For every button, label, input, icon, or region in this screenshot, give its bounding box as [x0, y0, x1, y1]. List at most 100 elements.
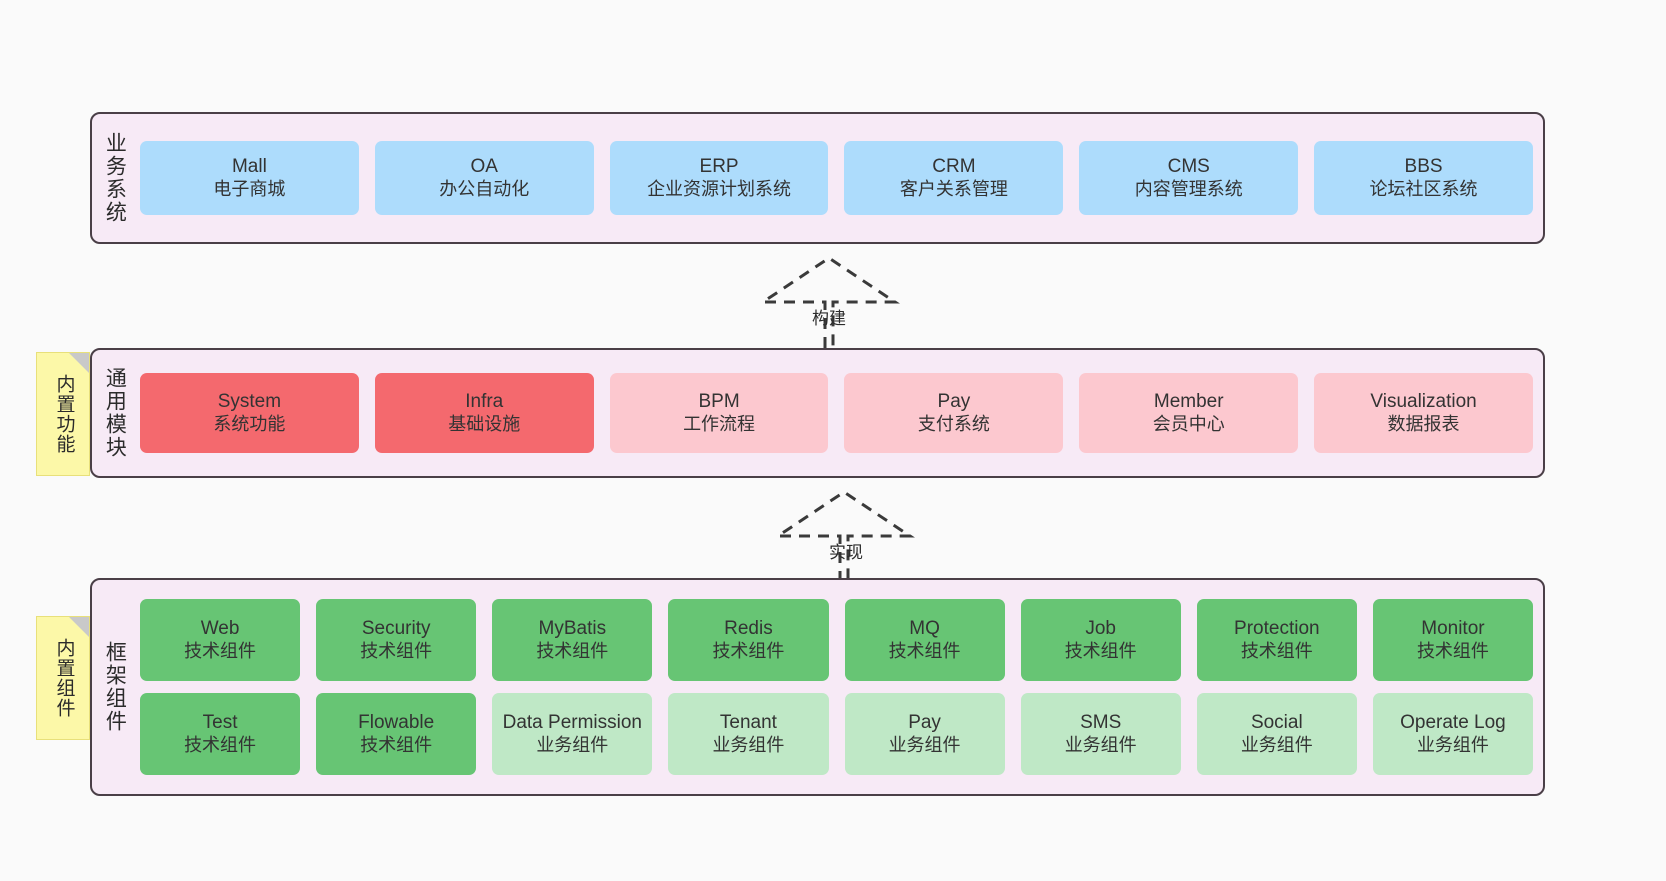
card-title: Social [1250, 712, 1303, 734]
card-operate-log[interactable]: Operate Log 业务组件 [1372, 693, 1533, 775]
card-subtitle: 技术组件 [712, 640, 785, 661]
card-redis[interactable]: Redis 技术组件 [668, 599, 829, 681]
framework-tech-row: Web 技术组件 Security 技术组件 MyBatis 技术组件 Redi… [140, 599, 1533, 681]
layer-framework-components: 框架组件 Web 技术组件 Security 技术组件 MyBatis 技术组件… [90, 578, 1545, 796]
card-title: CMS [1167, 156, 1210, 178]
card-title: Job [1085, 618, 1116, 640]
connector-build: 构建 [753, 252, 933, 352]
card-sms[interactable]: SMS 业务组件 [1020, 693, 1181, 775]
card-bbs[interactable]: BBS 论坛社区系统 [1314, 141, 1533, 215]
card-subtitle: 业务组件 [888, 734, 961, 755]
card-title: Data Permission [502, 712, 642, 734]
card-title: Flowable [358, 712, 435, 734]
card-visualization[interactable]: Visualization 数据报表 [1314, 373, 1533, 453]
card-flowable[interactable]: Flowable 技术组件 [316, 693, 477, 775]
card-subtitle: 电子商城 [213, 178, 286, 199]
card-erp[interactable]: ERP 企业资源计划系统 [609, 141, 829, 215]
card-subtitle: 技术组件 [888, 640, 961, 661]
card-mq[interactable]: MQ 技术组件 [844, 599, 1005, 681]
card-title: BBS [1404, 156, 1443, 178]
card-web[interactable]: Web 技术组件 [140, 599, 301, 681]
layer-common-modules: 通用模块 System 系统功能 Infra 基础设施 BPM 工作流程 Pay… [90, 348, 1545, 478]
note-builtin-functions-label: 内置功能 [53, 374, 75, 454]
card-subtitle: 系统功能 [213, 413, 286, 434]
card-subtitle: 技术组件 [360, 640, 433, 661]
card-subtitle: 数据报表 [1387, 413, 1460, 434]
framework-business-row: Test 技术组件 Flowable 技术组件 Data Permission … [140, 693, 1533, 775]
card-title: Protection [1234, 618, 1320, 640]
note-builtin-functions: 内置功能 [36, 352, 90, 476]
module-card-row: System 系统功能 Infra 基础设施 BPM 工作流程 Pay 支付系统… [140, 373, 1533, 453]
card-subtitle: 工作流程 [683, 413, 756, 434]
card-mybatis[interactable]: MyBatis 技术组件 [492, 599, 653, 681]
card-title: Mall [231, 156, 267, 178]
layer-framework-components-body: Web 技术组件 Security 技术组件 MyBatis 技术组件 Redi… [136, 580, 1543, 794]
card-security[interactable]: Security 技术组件 [316, 599, 477, 681]
layer-framework-components-title: 框架组件 [103, 641, 127, 733]
card-mall[interactable]: Mall 电子商城 [140, 141, 359, 215]
note-fold-corner-icon [69, 353, 89, 373]
card-title: Security [361, 618, 431, 640]
card-subtitle: 技术组件 [1416, 640, 1489, 661]
card-title: Tenant [719, 712, 777, 734]
card-subtitle: 会员中心 [1152, 413, 1225, 434]
card-title: Monitor [1421, 618, 1485, 640]
connector-realize-arrow [773, 490, 915, 582]
card-subtitle: 企业资源计划系统 [647, 178, 792, 199]
card-system[interactable]: System 系统功能 [140, 373, 359, 453]
card-tenant[interactable]: Tenant 业务组件 [668, 693, 829, 775]
card-title: BPM [698, 391, 740, 413]
card-subtitle: 业务组件 [1240, 734, 1313, 755]
card-subtitle: 业务组件 [712, 734, 785, 755]
card-title: ERP [699, 156, 739, 178]
note-fold-corner-icon [69, 617, 89, 637]
card-crm[interactable]: CRM 客户关系管理 [844, 141, 1064, 215]
card-subtitle: 支付系统 [917, 413, 990, 434]
card-subtitle: 基础设施 [448, 413, 521, 434]
card-title: Web [200, 618, 240, 640]
card-title: Pay [908, 712, 941, 734]
card-title: MQ [909, 618, 940, 640]
layer-business-systems-body: Mall 电子商城 OA 办公自动化 ERP 企业资源计划系统 CRM 客户关系… [136, 114, 1543, 242]
card-infra[interactable]: Infra 基础设施 [374, 373, 594, 453]
layer-business-systems: 业务系统 Mall 电子商城 OA 办公自动化 ERP 企业资源计划系统 CRM… [90, 112, 1545, 244]
card-title: Test [202, 712, 238, 734]
card-title: Operate Log [1400, 712, 1506, 734]
business-card-row: Mall 电子商城 OA 办公自动化 ERP 企业资源计划系统 CRM 客户关系… [140, 141, 1533, 215]
card-subtitle: 技术组件 [184, 640, 257, 661]
card-data-permission[interactable]: Data Permission 业务组件 [492, 693, 653, 775]
card-protection[interactable]: Protection 技术组件 [1196, 599, 1357, 681]
card-job[interactable]: Job 技术组件 [1020, 599, 1181, 681]
card-subtitle: 办公自动化 [439, 178, 530, 199]
card-subtitle: 技术组件 [536, 640, 609, 661]
card-subtitle: 客户关系管理 [899, 178, 1008, 199]
card-title: System [217, 391, 282, 413]
card-subtitle: 业务组件 [1064, 734, 1137, 755]
card-subtitle: 技术组件 [1064, 640, 1137, 661]
card-subtitle: 业务组件 [536, 734, 609, 755]
card-social[interactable]: Social 业务组件 [1196, 693, 1357, 775]
card-subtitle: 业务组件 [1416, 734, 1489, 755]
card-title: SMS [1080, 712, 1122, 734]
card-subtitle: 技术组件 [184, 734, 257, 755]
card-pay-module[interactable]: Pay 支付系统 [844, 373, 1064, 453]
card-pay-component[interactable]: Pay 业务组件 [844, 693, 1005, 775]
card-title: CRM [932, 156, 976, 178]
card-test[interactable]: Test 技术组件 [140, 693, 301, 775]
card-subtitle: 论坛社区系统 [1369, 178, 1478, 199]
card-title: Visualization [1370, 391, 1477, 413]
card-oa[interactable]: OA 办公自动化 [374, 141, 594, 215]
card-title: Member [1153, 391, 1224, 413]
card-monitor[interactable]: Monitor 技术组件 [1372, 599, 1533, 681]
card-member[interactable]: Member 会员中心 [1079, 373, 1299, 453]
card-title: OA [470, 156, 498, 178]
connector-build-arrow [758, 256, 900, 348]
card-subtitle: 技术组件 [360, 734, 433, 755]
layer-common-modules-body: System 系统功能 Infra 基础设施 BPM 工作流程 Pay 支付系统… [136, 350, 1543, 476]
card-subtitle: 内容管理系统 [1134, 178, 1243, 199]
card-bpm[interactable]: BPM 工作流程 [609, 373, 829, 453]
layer-common-modules-title: 通用模块 [103, 367, 127, 459]
note-builtin-components-label: 内置组件 [53, 638, 75, 718]
layer-business-systems-title: 业务系统 [103, 132, 127, 224]
card-cms[interactable]: CMS 内容管理系统 [1079, 141, 1299, 215]
